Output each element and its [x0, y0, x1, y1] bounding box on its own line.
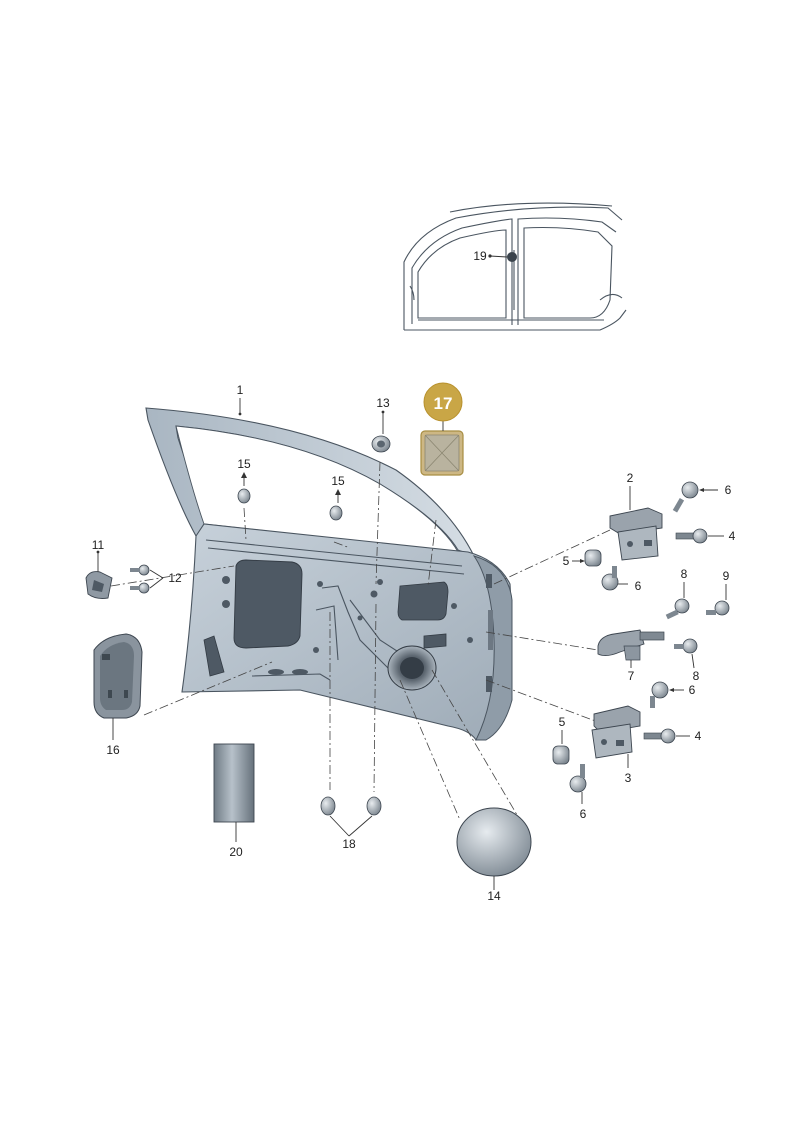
- callout-c6a-label: 6: [725, 483, 732, 497]
- part-14-speaker-cover: [456, 807, 532, 890]
- callout-c3-label: 3: [625, 771, 632, 785]
- callout-c7-label: 7: [628, 669, 635, 683]
- callout-c5b-label: 5: [559, 715, 566, 729]
- part-9-bolt: [706, 584, 730, 616]
- callout-c16-label: 16: [106, 743, 120, 757]
- part-17-sound-pad: [420, 421, 464, 476]
- part-15-plug-b: [329, 489, 343, 521]
- callout-c15a-label: 15: [237, 457, 251, 471]
- callout-c11-label: 11: [92, 538, 105, 552]
- part-4-bolt-b: [643, 728, 690, 744]
- callout-c9-label: 9: [723, 569, 730, 583]
- part-12-screws: [130, 564, 164, 594]
- car-body-inset: [403, 202, 627, 331]
- part-15-plug-a: [237, 472, 251, 504]
- part-3-lower-hinge: [591, 705, 641, 768]
- callout-c1-label: 1: [237, 383, 244, 397]
- callout-c8a-label: 8: [681, 567, 688, 581]
- part-18-clips: [320, 796, 382, 837]
- callout-17-label: 17: [434, 394, 453, 413]
- part-19-marker: [507, 252, 517, 262]
- part-20-foam-block: [213, 743, 255, 842]
- part-13-grommet: [371, 410, 391, 453]
- callout-c13-label: 13: [376, 396, 390, 410]
- assembly-dash-lines: [110, 461, 611, 821]
- part-5-cap-a: [572, 549, 602, 567]
- part-6-bolt-c: [650, 681, 684, 708]
- part-7-door-check: [597, 629, 665, 668]
- callout-c12-label: 12: [168, 571, 182, 585]
- part-5-cap-b: [552, 730, 570, 765]
- callout-c15b-label: 15: [331, 474, 345, 488]
- callout-c20-label: 20: [229, 845, 243, 859]
- callout-c8b-label: 8: [693, 669, 700, 683]
- callout-c4b-label: 4: [695, 729, 702, 743]
- part-6-bolt-d: [569, 764, 587, 804]
- callout-c14-label: 14: [487, 889, 501, 903]
- callout-c5a-label: 5: [563, 554, 570, 568]
- callout-c6c-label: 6: [689, 683, 696, 697]
- callout-17-highlight: 17: [423, 382, 463, 422]
- callout-c18-label: 18: [342, 837, 356, 851]
- part-8-bolt-a: [665, 582, 690, 620]
- part-11-striker: [85, 550, 113, 599]
- callout-c6d-label: 6: [580, 807, 587, 821]
- part-4-bolt-a: [675, 528, 724, 544]
- part-8-bolt-b: [674, 638, 698, 669]
- part-2-upper-hinge: [609, 486, 663, 561]
- part-6-bolt-b: [601, 566, 628, 591]
- callout-c2-label: 2: [627, 471, 634, 485]
- callout-c6b-label: 6: [635, 579, 642, 593]
- callout-c19-label: 19: [473, 249, 487, 263]
- part-16-cover: [93, 633, 143, 740]
- callout-c4a-label: 4: [729, 529, 736, 543]
- part-6-bolt-a: [672, 481, 718, 513]
